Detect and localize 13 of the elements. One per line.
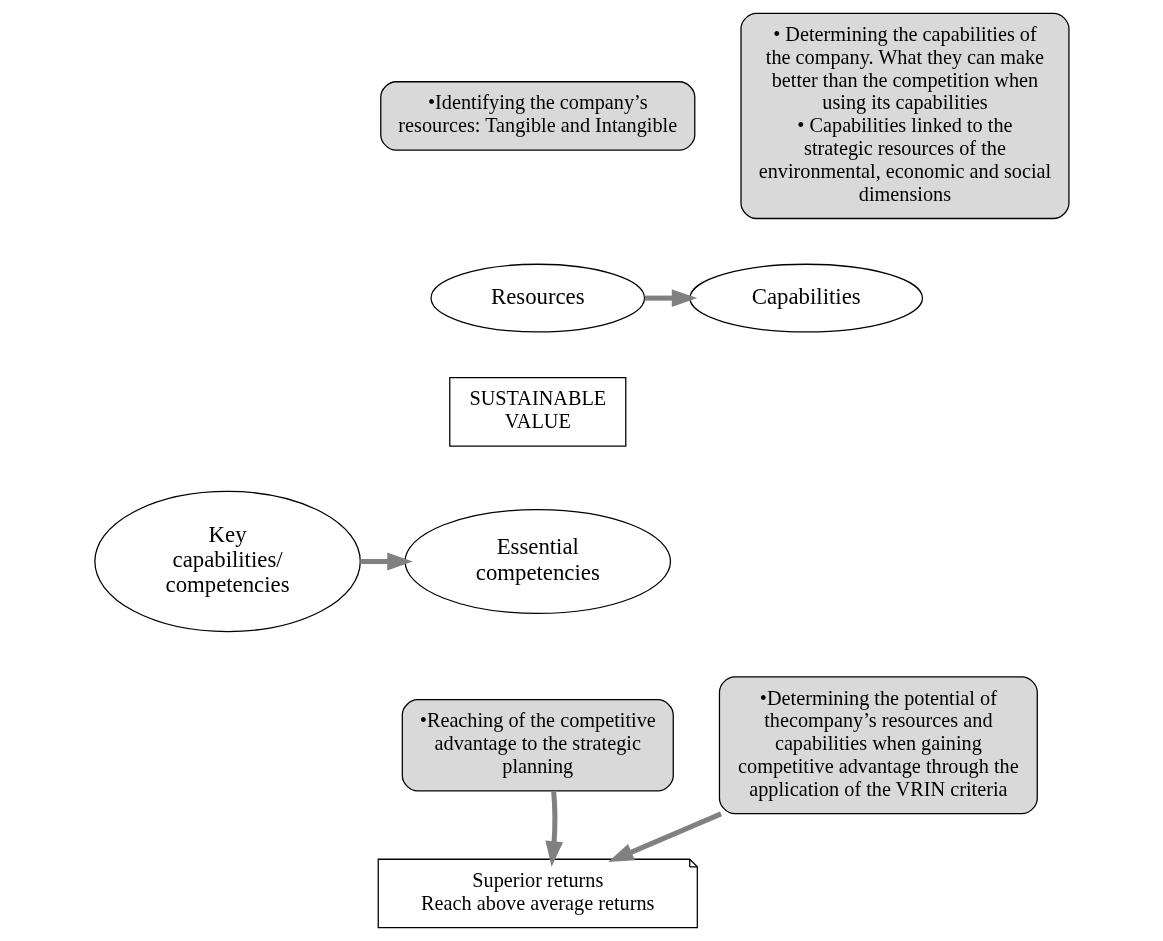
node-ellipse: Resources (429, 263, 645, 333)
arrow (607, 811, 722, 863)
node-ellipse: Capabilities (688, 263, 923, 333)
node-ellipse: Key capabilities/ competencies (93, 490, 361, 633)
arrow (644, 289, 697, 307)
node-box: SUSTAINABLE VALUE (448, 377, 626, 447)
node-ellipse: Essential competencies (403, 508, 671, 615)
node-box: •Identifying the company’s resources: Tangible and Intangible (379, 81, 695, 151)
arrow (544, 790, 563, 867)
arrow (359, 552, 413, 571)
node-box: • Determining the capabilities of the company. What they can make better than the competition when using its capabilities • Capabilities linked to the strategic resources of the environmental, economic and social dimensions (739, 12, 1070, 220)
node-box: •Reaching of the competitive advantage to the strategic planning (401, 699, 674, 792)
node-box: •Determining the potential of thecompany’s resources and capabilities when gaining competitive advantage through the application of the VRIN criteria (718, 676, 1038, 815)
